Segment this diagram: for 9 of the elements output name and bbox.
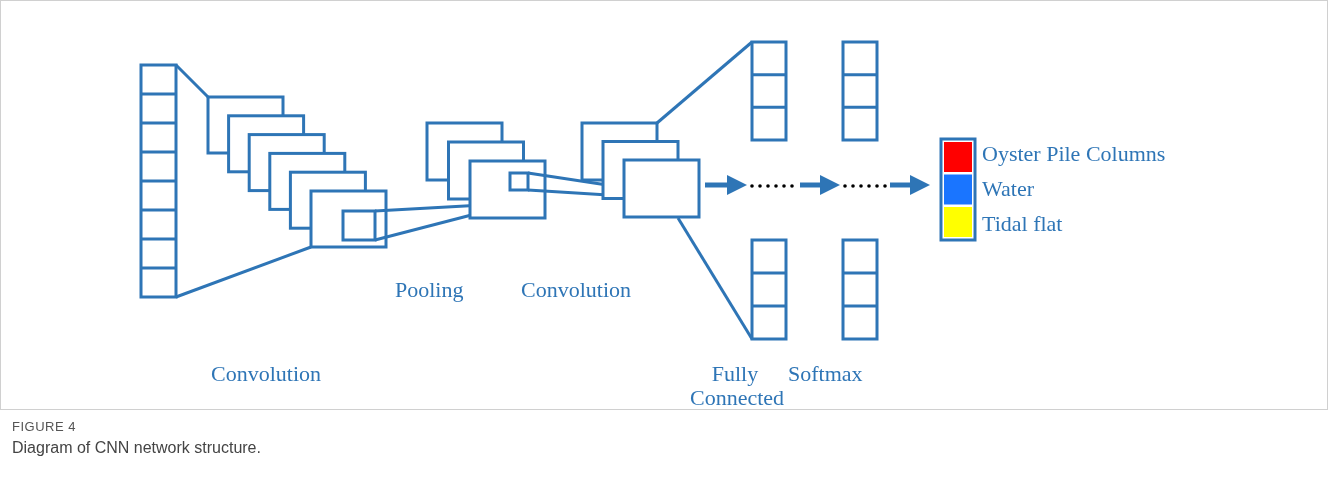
layer-label: Convolution <box>211 362 321 386</box>
layer-label: Softmax <box>788 362 863 386</box>
legend-label: Tidal flat <box>982 212 1063 236</box>
layer-label: Convolution <box>521 278 631 302</box>
layer-label: Pooling <box>395 278 464 302</box>
figure-number: FIGURE 4 <box>12 418 76 436</box>
caption: Diagram of CNN network structure. <box>12 438 261 458</box>
legend-label: Oyster Pile Columns <box>982 142 1166 166</box>
legend-label: Water <box>982 177 1034 201</box>
